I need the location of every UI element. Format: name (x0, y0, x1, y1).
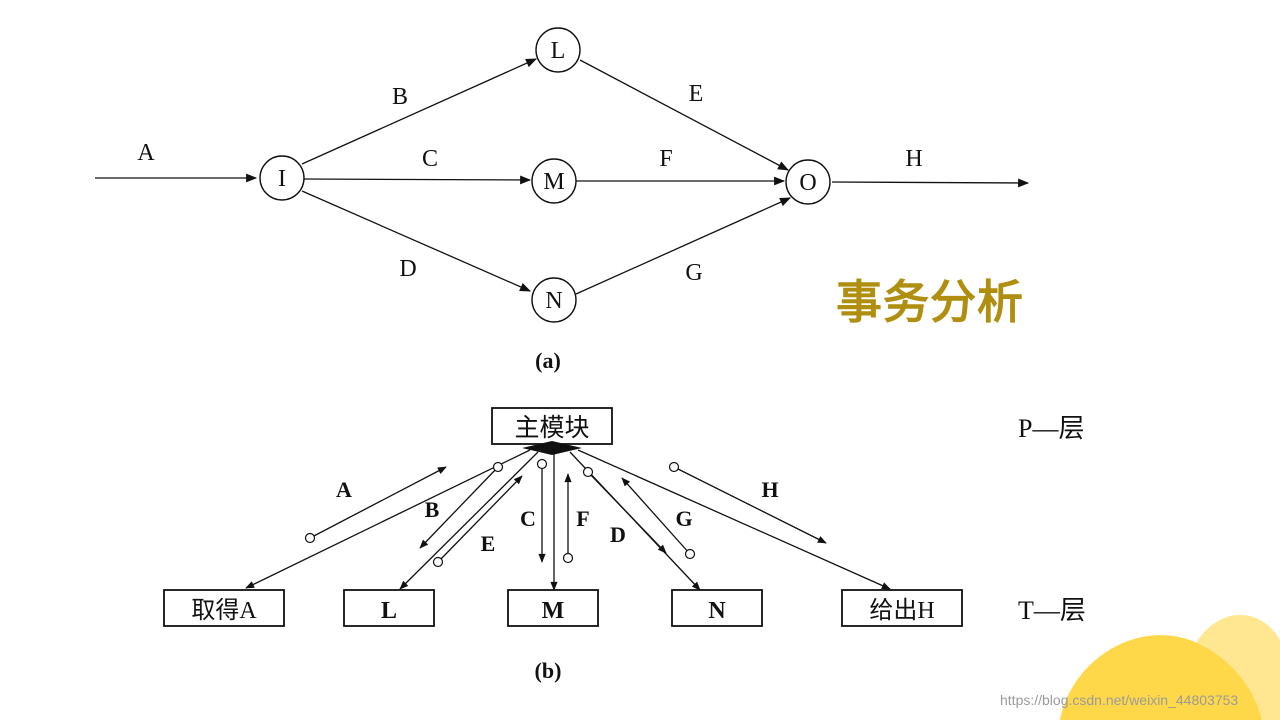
layer-p-label: P—层 (1018, 414, 1084, 443)
flow-g-label: G (675, 506, 692, 531)
flow-f-label: F (576, 506, 589, 531)
module-get-a-box (163, 589, 285, 627)
main-module-label: 主模块 (514, 414, 589, 442)
layer-t-label: T—层 (1018, 596, 1086, 625)
module-give-h-label: 给出H (869, 597, 934, 624)
link-give-h (577, 449, 891, 590)
module-give-h-box (841, 589, 963, 627)
watermark-url: https://blog.csdn.net/weixin_44803753 (1000, 692, 1239, 708)
flow-b-arrow (419, 466, 499, 549)
module-m-box (507, 589, 599, 627)
flow-e-label: E (481, 531, 496, 556)
caption-a: (a) (535, 348, 561, 373)
edge-h-label: H (905, 146, 922, 172)
corner-shape-primary (1060, 635, 1262, 720)
flow-e-tail (432, 556, 444, 568)
module-m-label: M (542, 598, 565, 624)
node-o-circle (785, 159, 831, 205)
flow-c-label: C (520, 506, 536, 531)
edge-a-label: A (137, 140, 155, 166)
corner-decoration (1060, 614, 1280, 720)
flow-f-tail (562, 552, 574, 564)
module-l-box (343, 589, 435, 627)
dispatch-diamond (522, 441, 582, 455)
flow-a-label: A (336, 477, 352, 502)
flow-h-tail (668, 461, 680, 473)
flow-c-tail (536, 458, 548, 470)
edge-c-line (303, 175, 532, 185)
module-get-a-label: 取得A (191, 597, 257, 624)
caption-b: (b) (535, 658, 562, 683)
diagram-a: I L M N O A B C D E F G H (a) (95, 27, 1030, 373)
edge-b-line (301, 58, 538, 165)
slide-title: 事务分析 (836, 275, 1024, 329)
flow-a-tail (304, 532, 316, 544)
flow-e-arrow (437, 475, 523, 563)
flow-b-label: B (425, 497, 440, 522)
edge-g-label: G (685, 260, 702, 286)
node-i-circle (259, 155, 305, 201)
edge-d-label: D (399, 256, 416, 282)
node-n-circle (531, 277, 577, 323)
flow-h-arrow (673, 466, 827, 544)
edge-f-label: F (659, 146, 672, 172)
flow-g-arrow (621, 477, 691, 555)
node-n-label: N (545, 288, 562, 314)
flow-b-tail (492, 461, 504, 473)
edge-d-line (301, 190, 532, 292)
node-m-circle (531, 158, 577, 204)
node-l-circle (535, 27, 581, 73)
flow-a-arrow (309, 466, 447, 539)
link-l (399, 451, 539, 590)
module-n-box (671, 589, 763, 627)
node-l-label: L (551, 38, 566, 64)
edge-e-line (579, 59, 789, 171)
diagram-b: 主模块 (163, 407, 1086, 683)
node-m-label: M (543, 169, 564, 195)
module-l-label: L (381, 598, 397, 624)
edge-e-label: E (689, 81, 704, 107)
edge-h-line (831, 178, 1030, 188)
node-o-label: O (799, 170, 816, 196)
edge-b-label: B (392, 84, 408, 110)
flow-d-label: D (610, 522, 626, 547)
module-n-label: N (708, 598, 726, 624)
flow-h-label: H (761, 477, 778, 502)
node-i-label: I (278, 166, 286, 192)
edge-g-line (575, 197, 792, 295)
link-get-a (245, 449, 531, 589)
flow-g-tail (684, 548, 696, 560)
flow-d-tail (582, 466, 594, 478)
edge-c-label: C (422, 146, 438, 172)
